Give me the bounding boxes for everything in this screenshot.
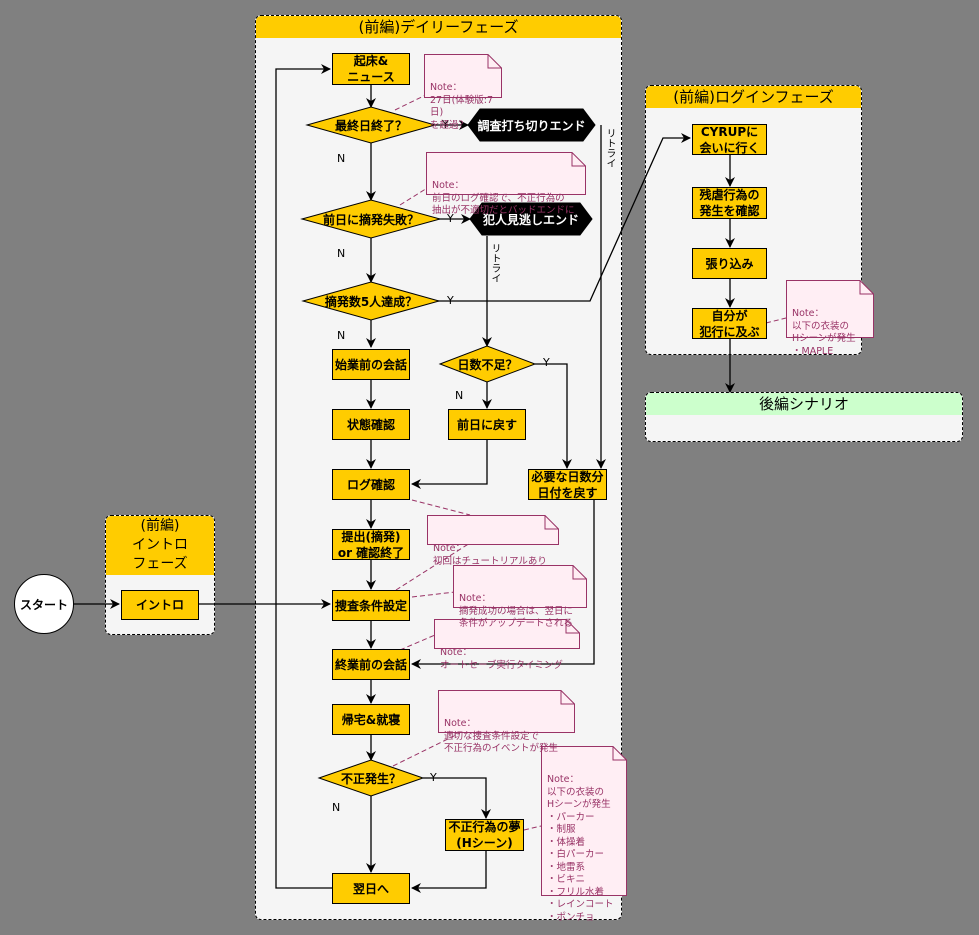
node-commit-crime: 自分が 犯行に及ぶ bbox=[692, 308, 767, 339]
lane-sequel: 後編シナリオ bbox=[645, 392, 963, 442]
edge-days-rewind bbox=[535, 363, 572, 469]
note-costume-list-text: Note： 以下の衣装の Hシーンが発生 ・パーカー ・制服 ・体操着 ・白パー… bbox=[547, 774, 614, 923]
note-condition-update: Note： 摘発成功の場合は、翌日に 条件がアップデートされる bbox=[453, 565, 587, 629]
note-link-3b bbox=[395, 542, 471, 591]
node-pre-talk: 始業前の会話 bbox=[332, 349, 410, 380]
note-login-costume: Note： 以下の衣装の Hシーンが発生 ・MAPLE bbox=[786, 280, 874, 357]
note-bad-end-text: Note： 前日のログ確認で、不正行為の 抽出が不適切だとバッドエンドに bbox=[432, 180, 575, 216]
lane-login-title: (前編)ログインフェーズ bbox=[646, 86, 861, 108]
edge-back-log bbox=[411, 440, 488, 489]
note-bad-end: Note： 前日のログ確認で、不正行為の 抽出が不適切だとバッドエンドに bbox=[426, 152, 586, 216]
note-fraud-event: Note： 適切な捜査条件設定で 不正行為のイベントが発生 bbox=[438, 690, 575, 754]
edge-next-wake bbox=[275, 64, 332, 889]
note-tutorial: Note： 初回はチュートリアルあり bbox=[427, 515, 559, 567]
node-status-check: 状態確認 bbox=[332, 409, 410, 440]
note-day-limit-text: Note： 27日(体験版:7日) を超過？ bbox=[430, 82, 494, 131]
note-link-5 bbox=[399, 634, 436, 651]
edge-label-yes: Y bbox=[430, 771, 437, 784]
terminal-culprit-end bbox=[469, 202, 593, 236]
note-condition-update-text: Note： 摘発成功の場合は、翌日に 条件がアップデートされる bbox=[459, 593, 574, 629]
node-wake-news: 起床& ニュース bbox=[332, 53, 410, 85]
lane-intro-title: (前編) イントロ フェーズ bbox=[106, 516, 214, 575]
lane-daily-title: (前編)デイリーフェーズ bbox=[256, 16, 621, 38]
edge-label-no: N bbox=[337, 329, 346, 342]
note-link-7 bbox=[523, 825, 542, 831]
note-autosave: Note： オートセーブ実行タイミング bbox=[434, 619, 580, 671]
note-link-4 bbox=[411, 591, 456, 598]
terminal-timeout-end bbox=[467, 108, 596, 142]
decision-days-short bbox=[438, 345, 537, 383]
edge-rewind-posttalk bbox=[411, 500, 595, 669]
decision-last-day bbox=[305, 106, 437, 144]
node-confirm-atrocity: 残虐行為の 発生を確認 bbox=[692, 187, 767, 219]
node-intro: イントロ bbox=[121, 590, 199, 620]
node-back-prev: 前日に戻す bbox=[448, 409, 526, 440]
edge-label-yes: Y bbox=[447, 294, 454, 307]
edge-label-retry: リトライ bbox=[604, 128, 615, 168]
note-link-login bbox=[765, 317, 787, 324]
edge-five-login bbox=[437, 133, 691, 302]
node-meet-cyrup: CYRUPに 会いに行く bbox=[692, 124, 767, 155]
note-autosave-text: Note： オートセーブ実行タイミング bbox=[440, 647, 563, 671]
start-node: スタート bbox=[14, 574, 74, 634]
note-tutorial-text: Note： 初回はチュートリアルあり bbox=[433, 543, 547, 567]
note-fraud-event-text: Note： 適切な捜査条件設定で 不正行為のイベントが発生 bbox=[444, 718, 559, 754]
decision-prev-fail bbox=[300, 199, 442, 239]
node-log-check: ログ確認 bbox=[332, 469, 410, 500]
node-search-condition: 捜査条件設定 bbox=[332, 590, 410, 621]
decision-fraud bbox=[317, 759, 425, 797]
edge-label-no: N bbox=[332, 801, 341, 814]
decision-five-caught bbox=[301, 281, 441, 321]
node-stakeout: 張り込み bbox=[692, 248, 767, 279]
node-submit: 提出(摘発) or 確認終了 bbox=[332, 529, 410, 560]
edge-label-no: N bbox=[337, 152, 346, 165]
edge-label-yes: Y bbox=[543, 356, 550, 369]
edge-label-yes: Y bbox=[442, 118, 449, 131]
note-login-costume-text: Note： 以下の衣装の Hシーンが発生 ・MAPLE bbox=[792, 308, 856, 357]
note-link-3 bbox=[411, 499, 471, 516]
note-link-6 bbox=[392, 732, 461, 767]
edge-label-no: N bbox=[455, 389, 464, 402]
node-home-sleep: 帰宅&就寝 bbox=[332, 704, 410, 735]
node-rewind-days: 必要な日数分 日付を戻す bbox=[528, 469, 607, 500]
note-day-limit: Note： 27日(体験版:7日) を超過？ bbox=[424, 54, 502, 131]
lane-sequel-title: 後編シナリオ bbox=[646, 393, 962, 415]
edge-fraud-dream bbox=[423, 777, 491, 819]
node-dream: 不正行為の夢 (Hシーン) bbox=[445, 819, 524, 851]
edge-label-yes: Y bbox=[447, 212, 454, 225]
edge-dream-next bbox=[411, 851, 487, 893]
node-next-day: 翌日へ bbox=[332, 873, 410, 904]
edge-label-retry: リトライ bbox=[489, 243, 500, 283]
node-post-talk: 終業前の会話 bbox=[332, 649, 410, 680]
note-costume-list: Note： 以下の衣装の Hシーンが発生 ・パーカー ・制服 ・体操着 ・白パー… bbox=[541, 746, 627, 923]
edge-label-no: N bbox=[337, 247, 346, 260]
